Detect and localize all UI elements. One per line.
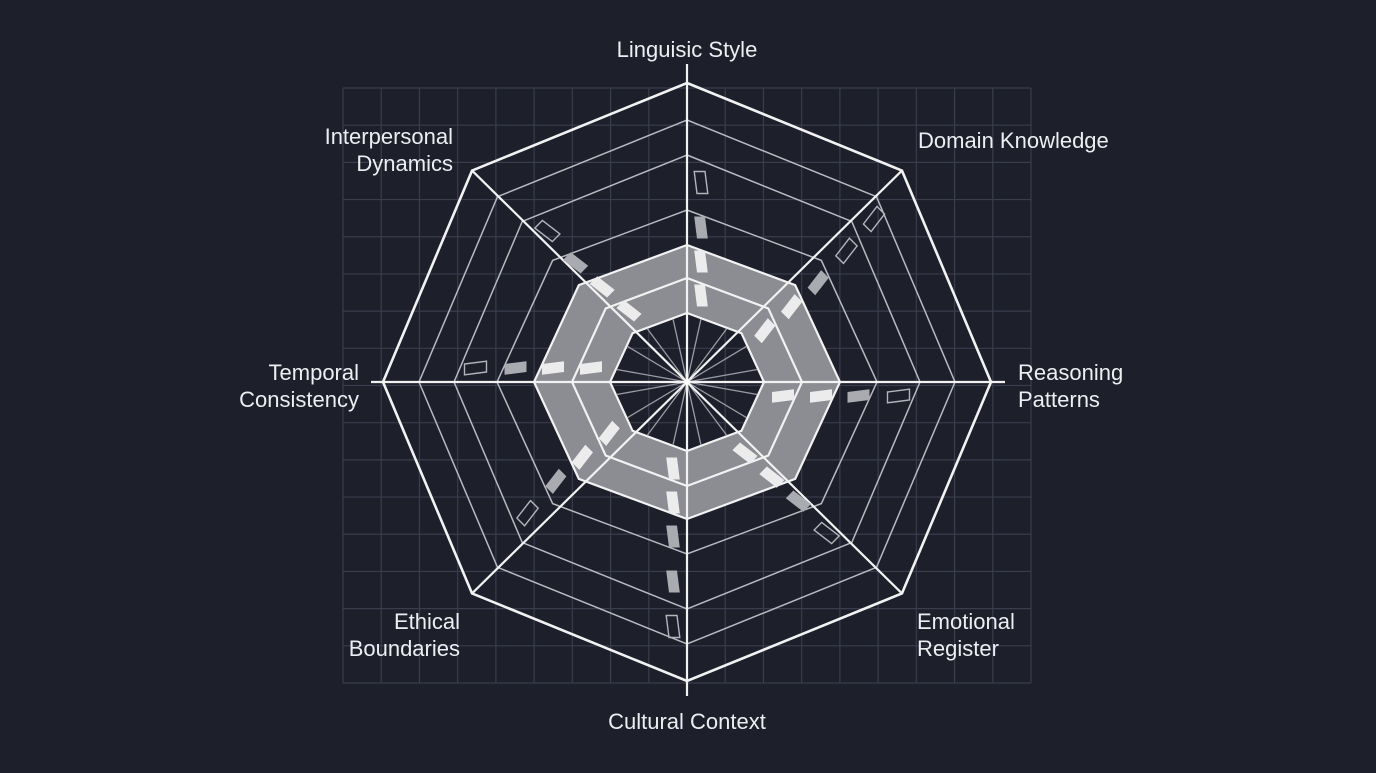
axis-label-interpersonal-dynamics: Interpersonal Dynamics	[325, 123, 453, 177]
marker-bright	[781, 294, 803, 320]
axis-label-text: Dynamics	[356, 151, 453, 176]
axis-label-linguistic-style: Linguisic Style	[617, 36, 758, 63]
axis-label-text: Boundaries	[348, 636, 460, 661]
marker-bright	[772, 389, 794, 403]
marker-bright	[759, 466, 785, 488]
axis-label-reasoning-patterns: Reasoning Patterns	[1018, 359, 1123, 413]
axis-label-text: Consistency	[239, 387, 359, 412]
fan-line	[672, 318, 688, 383]
marker-mid-gray	[785, 490, 811, 512]
axis-spoke	[686, 169, 903, 383]
axis-markers	[463, 170, 911, 639]
marker-outline	[862, 205, 886, 233]
axis-label-text: Domain Knowledge	[918, 128, 1109, 153]
marker-bright	[580, 361, 602, 375]
marker-mid-gray	[666, 525, 680, 548]
center-point	[684, 379, 690, 385]
axis-label-text: Cultural Context	[608, 709, 766, 734]
axis-label-text: Ethical	[393, 609, 460, 634]
marker-outline	[463, 360, 488, 376]
fan-line	[686, 381, 728, 436]
fan-line	[672, 381, 688, 446]
axis-label-text: Patterns	[1018, 387, 1100, 412]
axis-spoke	[471, 381, 688, 595]
marker-outline	[693, 170, 709, 195]
marker-outline	[515, 499, 540, 527]
marker-bright	[571, 444, 593, 470]
axis-label-text: Register	[917, 636, 999, 661]
marker-bright	[694, 250, 708, 273]
axis-label-cultural-context: Cultural Context	[608, 708, 766, 735]
axis-spokes	[371, 64, 1005, 696]
marker-mid-gray	[504, 361, 527, 375]
marker-bright	[542, 361, 564, 375]
fan-line	[627, 345, 688, 383]
marker-outline	[665, 614, 681, 639]
fan-line	[686, 368, 758, 383]
marker-bright	[589, 276, 615, 298]
marker-mid-gray	[545, 468, 567, 494]
marker-bright	[732, 442, 758, 464]
fan-line	[646, 381, 688, 436]
axis-label-domain-knowledge: Domain Knowledge	[918, 127, 1109, 154]
marker-outline	[533, 219, 561, 243]
marker-bright	[666, 457, 680, 480]
marker-bright	[754, 318, 776, 344]
axis-spoke	[686, 381, 903, 595]
band-fill	[534, 245, 840, 519]
fan-line	[686, 318, 702, 383]
axis-label-text: Interpersonal	[324, 124, 453, 149]
marker-outline	[813, 521, 841, 545]
fan-line	[686, 381, 702, 446]
fan-line	[616, 381, 688, 396]
fan-line	[686, 381, 747, 419]
axis-label-text: Linguisic Style	[616, 37, 758, 62]
marker-bright	[694, 284, 708, 307]
fan-line	[686, 328, 728, 383]
marker-mid-gray	[694, 216, 708, 239]
axis-label-text: Temporal	[268, 360, 359, 385]
fan-line	[627, 381, 688, 419]
marker-outline	[834, 237, 859, 265]
marker-bright	[598, 420, 620, 446]
axis-label-text: Emotional	[917, 609, 1015, 634]
fan-line	[616, 368, 688, 383]
fan-line	[686, 381, 758, 396]
marker-mid-gray	[563, 252, 589, 274]
marker-mid-gray	[847, 389, 870, 403]
marker-bright	[666, 491, 680, 514]
marker-mid-gray	[666, 570, 680, 593]
axis-label-temporal-consistency: Temporal Consistency	[239, 359, 359, 413]
marker-bright	[810, 389, 832, 403]
marker-outline	[886, 388, 911, 404]
axis-label-text: Reasoning	[1018, 360, 1124, 385]
axis-spoke	[471, 169, 688, 383]
fan-line	[686, 345, 747, 383]
marker-mid-gray	[807, 270, 829, 296]
shaded-band	[534, 245, 840, 519]
fan-line	[646, 328, 688, 383]
marker-bright	[616, 300, 642, 322]
axis-label-ethical-boundaries: Ethical Boundaries	[349, 608, 460, 662]
axis-label-emotional-register: Emotional Register	[917, 608, 1015, 662]
